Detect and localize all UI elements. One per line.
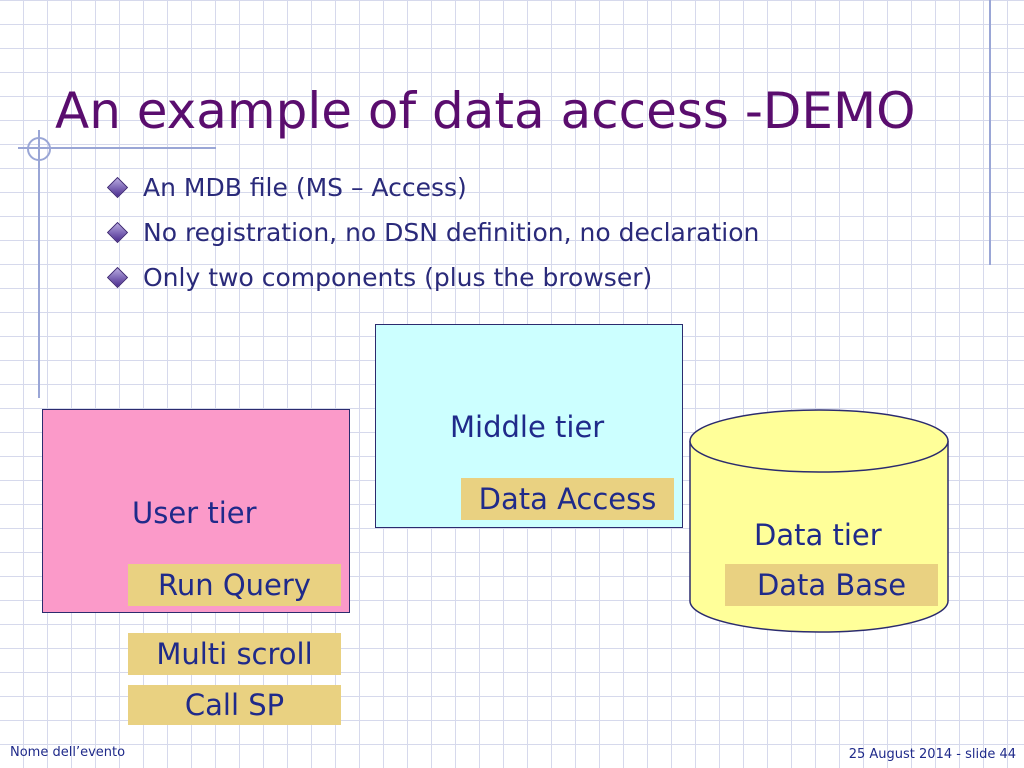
data-base-chip: Data Base xyxy=(725,564,938,606)
slide-title: An example of data access -DEMO xyxy=(55,82,916,140)
data-tier-label: Data tier xyxy=(754,518,882,552)
user-tier-label: User tier xyxy=(132,496,257,530)
diamond-bullet-icon xyxy=(106,176,129,199)
diamond-bullet-icon xyxy=(106,266,129,289)
data-access-chip: Data Access xyxy=(461,478,674,520)
footer-slide-info: 25 August 2014 - slide 44 xyxy=(848,747,1016,762)
decorative-horizontal-line xyxy=(18,147,216,149)
decorative-vertical-line-left xyxy=(38,130,40,398)
run-query-chip: Run Query xyxy=(128,564,341,606)
footer-event-name: Nome dell’evento xyxy=(10,745,126,760)
middle-tier-label: Middle tier xyxy=(450,410,605,444)
diamond-bullet-icon xyxy=(106,221,129,244)
decorative-vertical-line-right xyxy=(989,0,991,265)
call-sp-chip: Call SP xyxy=(128,685,341,725)
bullet-text: An MDB file (MS – Access) xyxy=(143,173,467,202)
multi-scroll-chip: Multi scroll xyxy=(128,633,341,675)
bullet-text: No registration, no DSN definition, no d… xyxy=(143,218,760,247)
decorative-circle-icon xyxy=(27,137,51,161)
bullet-text: Only two components (plus the browser) xyxy=(143,263,653,292)
